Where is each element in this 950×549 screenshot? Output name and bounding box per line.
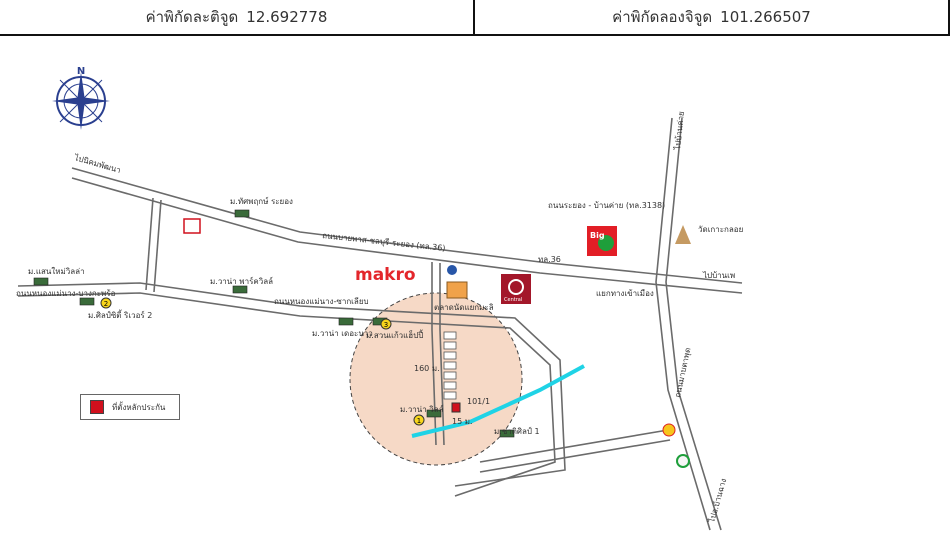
label-to-nikhom: ไปนิคมพัฒนา [72,153,121,175]
big-c-label: Big [590,231,605,240]
collateral-site-marker [451,402,461,413]
river [411,364,585,438]
buddha-icon [675,225,691,244]
label-m-suan: ม.สวนแก้วแฮ็ปปี้ [366,329,424,340]
label-talat: ตลาดนัดแยกมะลิ [434,303,494,312]
label-m-sirintra: ม.ทัศพฤกษ์ ระยอง [230,196,293,206]
badge-one: 1 [417,417,421,425]
school-icon [183,218,201,234]
badge-three: 3 [384,321,388,329]
label-road-36: ทล.36 [538,255,561,264]
compass-icon: N [52,66,110,130]
label-m-jinda: ม.แสนใหม่วิลล่า [28,267,85,276]
ptt-station-icon [447,265,457,275]
site-distance: 160 ม. [414,364,440,373]
latitude-value: 12.692778 [246,8,328,26]
label-noen-phra: ถนนหนองแม่นาง-บางกะพร้อ [16,289,116,298]
label-m-wana-pk: ม.วาน่า พาร์ควิลล์ [210,276,273,286]
big-c-logo-mark [598,235,614,251]
road-left-vertical-b [153,199,162,293]
site-plot-number: 101/1 [467,397,490,406]
label-road-3138: ถนนระยอง - บ้านค่าย (ทล.3138) [548,201,665,210]
road-lower-east [479,429,669,463]
road-left-vertical [145,197,154,291]
badge-three-circle [380,318,392,330]
market-icon [446,281,468,299]
latitude-cell: ค่าพิกัดละติจูด 12.692778 [0,0,473,34]
map-legend: ที่ตั้งหลักประกัน [80,394,180,420]
road-central-vertical [431,262,437,446]
badge-one-circle [413,414,425,426]
vicinity-circle [349,292,523,466]
road-highway-36 [71,167,743,284]
latitude-label: ค่าพิกัดละติจูด [145,8,239,26]
compass-north-label: N [77,66,85,77]
road-central-vertical-b [439,263,445,446]
subdivision-blocks [443,331,457,400]
road-nongmaeknang-b [17,292,556,497]
makro-logo: makro [355,265,416,285]
longitude-label: ค่าพิกัดลองจิจูด [612,8,713,26]
label-m-sathani: ม.ชาติศิลป์ 1 [494,426,540,436]
label-to-ban-phe: ไปบ้านเพ [702,271,735,280]
legend-label: ที่ตั้งหลักประกัน [112,402,166,412]
badge-two-circle [100,297,112,309]
label-m-wana-vi: ม.วาน่า วิลล์ [400,404,444,414]
longitude-value: 101.266507 [720,8,811,26]
label-to-ban-khai: ไปบ้านค่าย [673,111,686,151]
central-logo-mark [508,279,524,295]
label-m-wana-aa: ม.วาน่า เดอะนาว [312,329,373,338]
road-lower-east-b [479,439,671,473]
label-road-nongmaeknang: ถนนหนองแม่นาง-ซากเลียบ [274,297,369,306]
seven-eleven-icon [676,454,690,468]
label-city-entrance: แยกทางเข้าเมือง [596,289,654,298]
road-3138-b [665,117,722,531]
site-width: 15 ม. [452,417,473,426]
location-map: N Big Central 2 3 [16,66,743,531]
badge-two: 2 [104,300,108,308]
longitude-cell: ค่าพิกัดลองจิจูด 101.266507 [473,0,950,34]
road-nongmaeknang [17,282,566,487]
central-label: Central [504,297,522,303]
label-wat: วัดเกาะกลอย [698,225,743,234]
label-road-36-long: ถนนบายพาส-ชลบุรี-ระยอง (ทล.36) [322,231,446,253]
shell-station-icon [662,423,676,437]
road-highway-36-lower [71,177,743,294]
legend-swatch [90,400,104,414]
label-m-kritsana: ม.ศิลป์ซิตี้ ริเวอร์ 2 [88,309,152,320]
coordinates-bar: ค่าพิกัดละติจูด 12.692778 ค่าพิกัดลองจิจ… [0,0,950,36]
